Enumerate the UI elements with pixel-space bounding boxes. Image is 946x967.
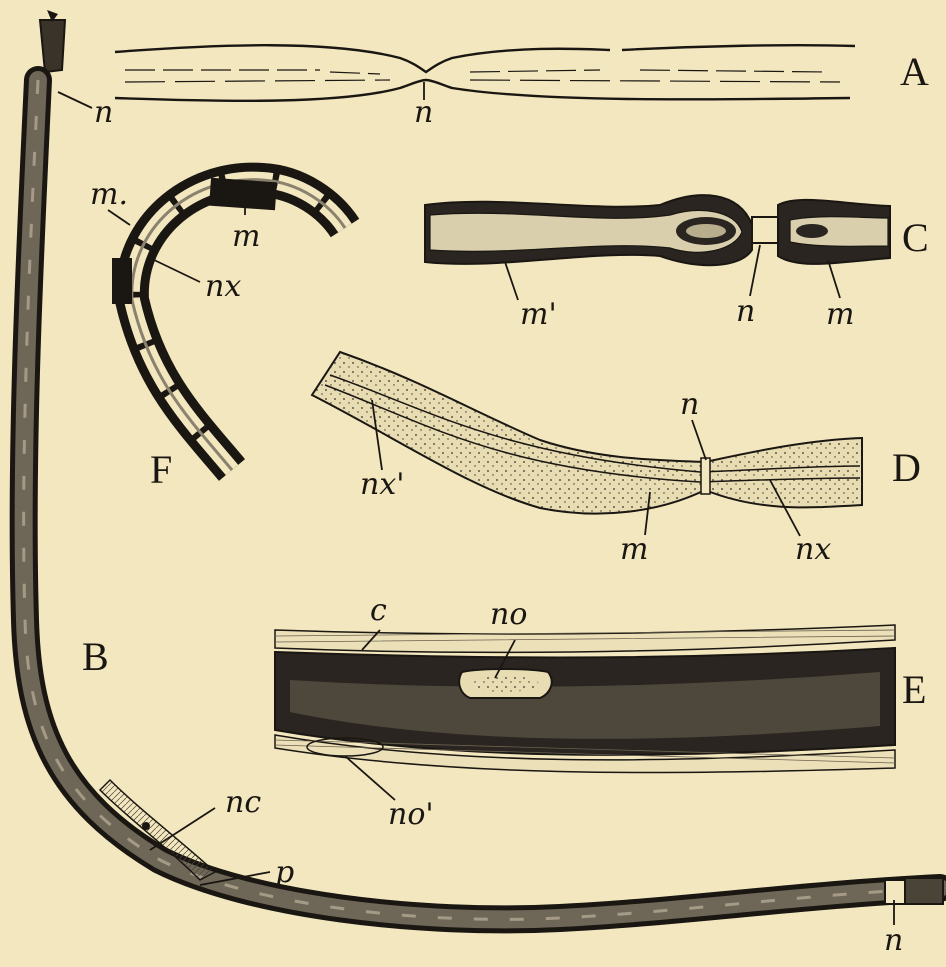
panel-d-caption: D [892, 448, 921, 488]
label-a-node: n [414, 98, 433, 128]
panel-e-caption: E [902, 670, 926, 710]
label-d-node: n [680, 390, 699, 420]
label-b-nucleus: nc [225, 788, 261, 818]
label-d-axis-right: nx [795, 535, 831, 565]
label-e-c: c [370, 596, 387, 626]
label-c-node: n [736, 297, 755, 327]
panel-b-caption: B [82, 637, 109, 677]
label-b-node-top: n [94, 98, 113, 128]
label-f-m: m [232, 222, 260, 252]
panel-a-fiber [115, 45, 855, 101]
label-c-myelin-left: m' [520, 300, 557, 330]
panel-c-fiber [425, 195, 890, 265]
panel-c-caption: C [902, 218, 929, 258]
panel-f-caption: F [150, 450, 172, 490]
panel-f-fiber [112, 178, 345, 470]
label-e-nucleus: no [490, 600, 527, 630]
label-d-myelin: m [620, 535, 648, 565]
panel-e-fiber [275, 625, 895, 773]
label-d-axis-left: nx' [360, 470, 405, 500]
label-c-myelin-right: m [826, 300, 854, 330]
label-f-axis: nx [205, 272, 241, 302]
label-b-node-bottom: n [884, 926, 903, 956]
label-e-nucleus-lower: no' [388, 800, 434, 830]
label-f-m-dot: m. [90, 180, 128, 210]
panel-a-caption: A [900, 52, 929, 92]
label-b-p: p [275, 858, 294, 888]
